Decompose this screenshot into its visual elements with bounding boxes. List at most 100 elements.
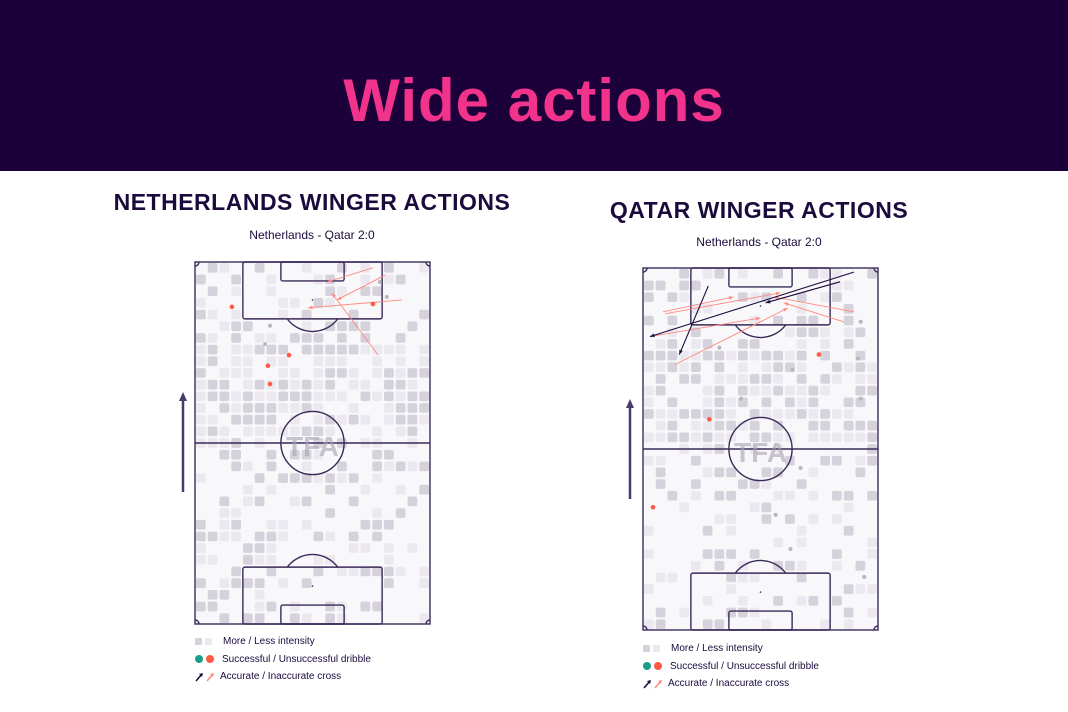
heatmap-cell [820,339,830,349]
heatmap-cell [254,554,265,565]
heatmap-cell [207,554,218,565]
heatmap-cell [407,403,418,413]
heatmap-cell [290,379,300,390]
center-circle [280,410,345,476]
heatmap-cell [796,409,807,419]
heatmap-cell [655,420,666,431]
inaccurate-cross [331,292,379,356]
heatmap-cell [348,496,359,507]
heatmap-cell [419,356,429,367]
heatmap-cell [702,549,713,559]
heatmap-cell [655,455,666,466]
heatmap-cell [843,362,854,373]
heatmap-cell [867,455,877,466]
heatmap-cell [348,379,359,390]
heatmap-cell [278,356,288,367]
heatmap-cell [219,321,230,332]
corner-arc [194,261,200,267]
heatmap-cell [726,420,736,431]
heatmap-cell [196,274,206,285]
heatmap-cell [714,385,725,396]
heatmap-cell [372,461,382,472]
heatmap-cell [395,379,406,390]
heatmap-cell [773,269,783,279]
heatmap-cell [384,461,394,472]
panel-subtitle-netherlands: Netherlands - Qatar 2:0 [249,228,375,242]
heatmap-cell [761,619,772,629]
heatmap-cell [196,356,206,367]
heatmap-cell [301,473,312,483]
heatmap-cell [785,327,795,338]
heatmap-cell [254,578,265,588]
heatmap-cell [384,403,394,413]
heatmap-cell [196,379,206,390]
heatmap-cell [243,496,253,507]
heatmap-cell [808,327,819,338]
heatmap-cell [372,426,382,437]
heatmap-cell [691,374,701,384]
heatmap-cell [667,572,678,583]
heatmap-cell [738,269,748,279]
heatmap-cell [254,543,265,553]
heatmap-cell [691,490,701,501]
heatmap-cell [290,613,300,623]
heatmap-cell [843,327,854,338]
heatmap-cell [832,292,842,303]
heatmap-cell [644,525,654,536]
heatmap-cell [714,467,725,478]
heatmap-cell [325,613,335,623]
heatmap-cell [691,280,701,291]
heatmap-cell [419,566,429,577]
heatmap-cell [655,572,666,583]
heatmap-cell [266,426,277,437]
heatmap-cell [855,560,866,571]
legend-intensity: More / Less intensity [195,633,371,651]
heatmap-cell [243,414,253,425]
heatmap-cell [785,514,795,524]
heatmap-cell [301,461,312,472]
heatmap-cell [219,403,230,413]
heatmap-cell [679,362,689,373]
heatmap-cell [407,368,418,378]
penalty-spot [311,299,314,301]
heatmap-cell [796,560,807,571]
tfa-watermark-logo: TFA [734,437,787,468]
heatmap-cell [254,333,265,343]
unsuccessful-dribble [816,352,822,357]
heatmap-cell [196,333,206,343]
heatmap-cell [691,304,701,314]
heatmap-cell [360,391,371,402]
inaccurate-cross-line [674,307,789,365]
heatmap-cell [843,280,854,291]
heatmap-cell [219,531,230,542]
heatmap-cell [749,420,760,431]
heatmap-cell [832,549,842,559]
heatmap-cell [867,584,877,594]
heatmap-cell [796,537,807,548]
heatmap-cell [749,432,760,443]
accurate-cross [678,285,709,355]
heatmap-cell [714,514,725,524]
heatmap-cell [714,490,725,501]
heatmap-cell [808,409,819,419]
inaccurate-cross [326,267,374,283]
heatmap-cell [726,467,736,478]
heatmap-cell [243,344,253,355]
heatmap-cell [407,391,418,402]
heatmap-cell [738,479,748,489]
inaccurate-cross [307,299,403,310]
heatmap-cell [832,374,842,384]
heatmap-cell [290,496,300,507]
six-yard-box [728,610,793,631]
heatmap-cell [313,298,324,308]
pitch-netherlands: TFA [194,261,431,625]
heatmap-cell [219,368,230,378]
other-action-point [788,546,793,551]
heatmap-cell [761,514,772,524]
heatmap-cell [207,531,218,542]
heatmap-cell [843,490,854,501]
heatmap-cell [679,432,689,443]
heatmap-cell [832,432,842,443]
inaccurate-cross-line [331,292,379,356]
heatmap-cell [655,385,666,396]
